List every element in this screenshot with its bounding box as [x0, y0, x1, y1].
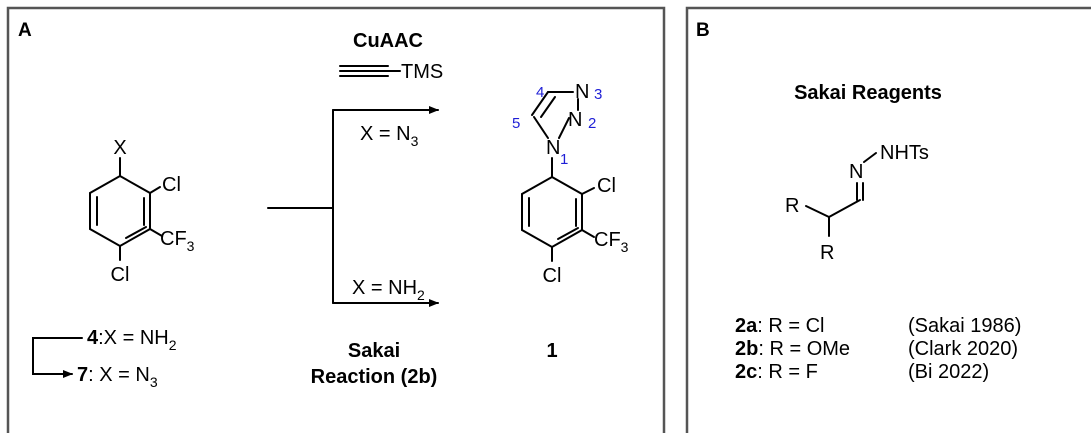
panel-b-title: Sakai Reagents	[794, 82, 942, 104]
sakai-conditions: X = NH2 Sakai Reaction (2b)	[311, 277, 438, 388]
reagent-list: 2a: R = Cl(Sakai 1986) 2b: R = OMe(Clark…	[735, 315, 1021, 383]
sakai-reaction-name-line1: Sakai	[348, 340, 400, 362]
position-2: 2	[588, 115, 596, 132]
reagent-nhts: NHTs	[880, 142, 929, 164]
sakai-reaction-name-line2: Reaction (2b)	[311, 366, 438, 388]
product-cl-para: Cl	[543, 265, 562, 287]
reagent-2c-line: 2c: R = F(Bi 2022)	[735, 361, 989, 383]
position-5: 5	[512, 115, 520, 132]
start-cf3-group: CF3	[160, 228, 195, 254]
reagent-2a-line: 2a: R = Cl(Sakai 1986)	[735, 315, 1021, 337]
compound-4-7-conversion: 4:X = NH2 7: X = N3	[32, 327, 177, 390]
position-1: 1	[560, 151, 568, 168]
condition-x-nh2: X = NH2	[352, 277, 425, 303]
condition-x-n3: X = N3	[360, 123, 419, 149]
tms-reagent: TMS	[401, 61, 443, 83]
product-1-label: 1	[546, 340, 557, 362]
sakai-reagent-structure: NHTs N R R	[785, 142, 929, 264]
triazole-n2: N	[568, 109, 582, 131]
reagent-2b-line: 2b: R = OMe(Clark 2020)	[735, 338, 1018, 360]
triazole-n3: N	[575, 81, 589, 103]
reagent-r-left: R	[785, 195, 799, 217]
panel-a-label: A	[18, 20, 32, 41]
cuaac-conditions: CuAAC TMS X = N3	[339, 30, 443, 149]
position-3: 3	[594, 86, 602, 103]
reagent-r-bottom: R	[820, 242, 834, 264]
start-x-label: X	[113, 137, 126, 159]
reagent-n: N	[849, 161, 863, 183]
panel-b-frame	[685, 6, 1091, 433]
triazole-n1: N	[546, 137, 560, 159]
compound-7-label: 7: X = N3	[77, 364, 158, 390]
position-4: 4	[536, 84, 544, 101]
compound-4-label: 4:X = NH2	[87, 327, 177, 353]
product-cf3-group: CF3	[594, 229, 629, 255]
start-cl-para: Cl	[111, 264, 130, 286]
start-material-structure: X Cl CF3 Cl	[89, 137, 195, 286]
reaction-arrows	[267, 106, 439, 307]
start-cl-ortho: Cl	[162, 174, 181, 196]
cuaac-title: CuAAC	[353, 30, 423, 52]
product-cl-ortho: Cl	[597, 175, 616, 197]
panel-a: A X Cl CF3 Cl 4:X = NH2 7: X = N3	[6, 6, 666, 433]
panel-b-label: B	[696, 20, 710, 41]
panel-b: B Sakai Reagents NHTs N R R 2a: R = Cl(S…	[685, 6, 1091, 433]
product-1-structure: N N N 3 2 4 5 1 Cl CF3 Cl 1	[512, 81, 629, 362]
panel-a-frame	[6, 6, 666, 433]
